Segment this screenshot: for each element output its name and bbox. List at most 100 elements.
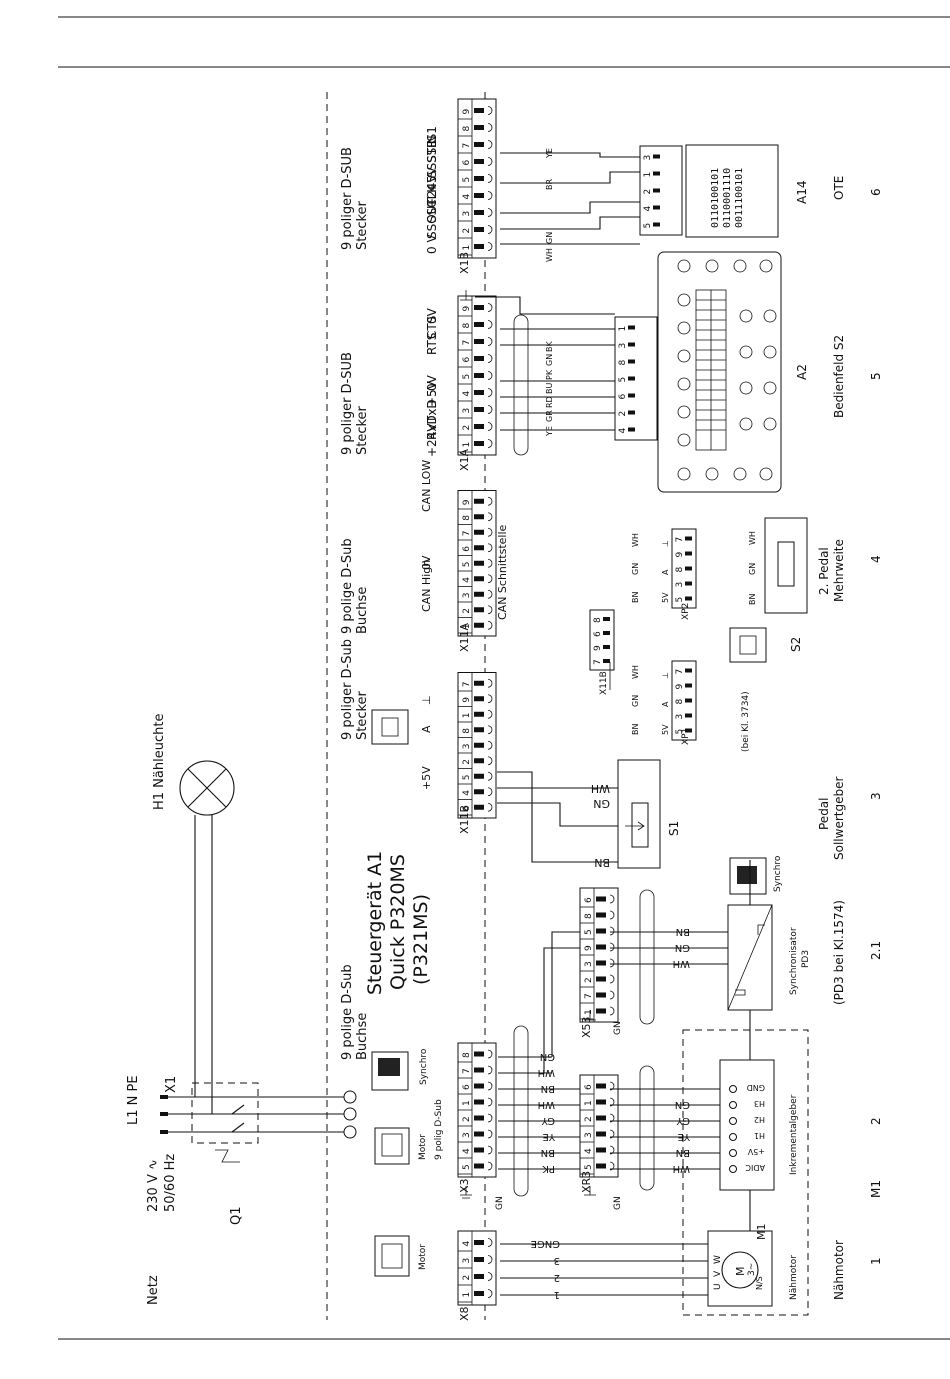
wire-label: GN (748, 563, 757, 575)
pin-contact (603, 617, 610, 621)
signal-labels: XP1XP2X11BGNGE321UVWN/SPKBNYEGYWHBNWHGNG… (420, 126, 765, 1300)
switch-q1 (191, 1082, 259, 1144)
wire-label: GN (675, 942, 690, 953)
pin-contact (474, 514, 484, 520)
pin-contact (685, 728, 692, 733)
svg-text:Motor: Motor (418, 1134, 428, 1160)
pin-number: 3 (584, 961, 594, 967)
pin-number: 5 (618, 377, 628, 383)
panel-key-icon (739, 381, 753, 395)
pin-number: 9 (584, 945, 594, 951)
signal-label: A (420, 725, 433, 733)
controller-label: Steuergerät A1 Quick P320MS (P321MS) (364, 851, 432, 995)
panel-key-icon (677, 259, 691, 273)
motor-icon (374, 1235, 410, 1277)
pin-contact (474, 591, 484, 597)
pin-contact (474, 1274, 484, 1279)
pin-contact (474, 560, 484, 566)
pin-contact (474, 680, 484, 686)
svg-text:PD3: PD3 (801, 950, 811, 968)
pin-contact (596, 1099, 606, 1105)
svg-text:0011100101: 0011100101 (734, 168, 745, 228)
column-labels: 1 Nähmotor 2 2.1 (PD3 bei Kl.1574) 3 Ped… (741, 539, 883, 1300)
socket-icon (343, 1107, 357, 1121)
pin-number: 2 (618, 411, 628, 417)
connector-label: X11A (458, 622, 471, 652)
terminal-l1 (160, 1095, 168, 1099)
pin-number: 4 (643, 206, 653, 212)
panel-key-icon (677, 377, 691, 391)
connector-label: X3 (458, 1178, 471, 1193)
wire-label: 1 (554, 1289, 560, 1300)
pin-contact (474, 742, 484, 748)
wire-label: BN (676, 1147, 690, 1158)
pin-number: 2 (584, 1116, 594, 1122)
pin-contact (474, 108, 484, 113)
wire-label: GN (545, 232, 554, 244)
wire-label: GN (675, 1099, 690, 1110)
wire-label: GN (631, 563, 640, 575)
svg-text:2: 2 (869, 1117, 883, 1125)
svg-text:Nähmotor: Nähmotor (789, 1255, 799, 1300)
signal-label: SSOUT (425, 198, 439, 239)
pin-contact (596, 896, 606, 902)
signal-label: TxD (425, 399, 439, 424)
panel-key-icon (705, 259, 719, 273)
pin-number: 2 (643, 189, 653, 195)
pin-number: 4 (462, 1148, 472, 1154)
wire-label: RD (545, 396, 554, 408)
svg-text:9 polige D-Sub: 9 polige D-Sub (340, 964, 355, 1060)
pin-number: 1 (462, 442, 472, 448)
wire-label: GR (545, 410, 554, 422)
pin-number: 1 (462, 245, 472, 251)
cable-shields (513, 314, 655, 1197)
svg-text:0110001110: 0110001110 (722, 168, 733, 228)
pin-contact (685, 698, 692, 703)
svg-text:Bedienfeld S2: Bedienfeld S2 (832, 335, 846, 418)
svg-text:Quick P320MS: Quick P320MS (387, 854, 409, 990)
pin-number: 6 (584, 1084, 594, 1090)
svg-text:Synchro: Synchro (773, 855, 783, 892)
wire-label: BN (676, 926, 690, 937)
pin-number: 4 (462, 577, 472, 583)
pin-number: 9 (675, 684, 685, 690)
panel-key-icon (733, 467, 747, 481)
pin-number: 9 (462, 499, 472, 505)
pin-contact (685, 566, 692, 571)
xp1-label: XP1 (681, 728, 691, 745)
motor-m1 (707, 1230, 773, 1307)
socket-icon (343, 1125, 357, 1139)
pin-contact (474, 159, 484, 164)
svg-text:6: 6 (869, 188, 883, 196)
pin-contact (628, 359, 635, 364)
pin-contact (685, 713, 692, 718)
encoder-pin (729, 1165, 737, 1173)
pin-contact (474, 193, 484, 198)
svg-text:3~: 3~ (747, 1263, 757, 1276)
pin-number: 3 (462, 1258, 472, 1264)
s2-label: S2 (789, 637, 803, 652)
svg-text:5: 5 (869, 372, 883, 380)
encoder-signal: GND (747, 1083, 765, 1092)
pin-number: 7 (584, 993, 594, 999)
pin-contact (596, 944, 606, 950)
motor-pin: U (713, 1283, 723, 1290)
pin-number: 4 (618, 428, 628, 434)
pin-contact (628, 376, 635, 381)
pin-contact (596, 1131, 606, 1137)
wire-label: BN (594, 856, 610, 869)
svg-text:(P321MS): (P321MS) (410, 894, 432, 985)
pin-number: 8 (462, 728, 472, 734)
panel-key-icon (677, 405, 691, 419)
svg-text:Inkrementalgeber: Inkrementalgeber (789, 1094, 799, 1175)
pin-number: 2 (462, 608, 472, 614)
pin-contact (474, 390, 484, 395)
pin-contact (474, 1163, 484, 1169)
pin-number: 5 (584, 929, 594, 935)
svg-text:9 poliger D-Sub: 9 poliger D-Sub (340, 639, 355, 740)
signal-label: CAN LOW (420, 460, 433, 512)
signal-label: LS1 (425, 126, 439, 148)
pin-contact (474, 622, 484, 628)
pin-contact (474, 1240, 484, 1245)
